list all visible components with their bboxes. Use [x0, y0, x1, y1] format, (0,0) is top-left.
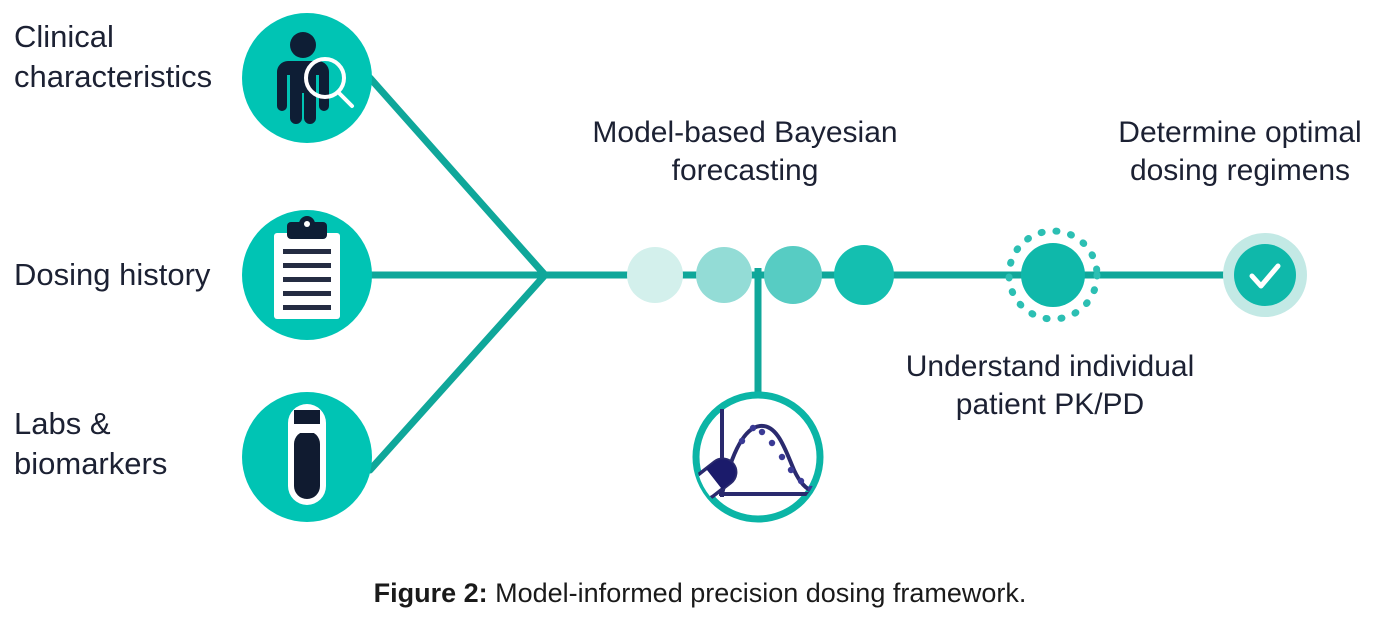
figure-caption-label: Figure 2: — [373, 578, 488, 608]
step-circle-2[interactable] — [696, 247, 752, 303]
forecasting-step-circles — [627, 245, 894, 305]
check-icon — [1249, 263, 1281, 289]
input-label-clinical: Clinical characteristics — [14, 19, 213, 94]
step-circle-4[interactable] — [834, 245, 894, 305]
icon-circle-dosing[interactable] — [242, 210, 372, 340]
pk-curve-icon — [696, 409, 816, 501]
clipboard-icon — [274, 216, 340, 319]
figure-caption: Figure 2: Model-informed precision dosin… — [0, 578, 1400, 609]
step-circle-1[interactable] — [627, 247, 683, 303]
stage-label-pkpd: Understand individual patient PK/PD — [905, 350, 1195, 422]
connector-labs — [366, 271, 549, 474]
stage-label-forecasting: Model-based Bayesian forecasting — [592, 116, 898, 188]
test-tube-icon — [288, 404, 326, 505]
icon-circle-labs[interactable] — [242, 392, 372, 522]
check-circle-node[interactable] — [1223, 233, 1307, 317]
pk-curve-bubble[interactable] — [687, 391, 824, 523]
person-search-icon — [277, 32, 354, 124]
step-circle-3[interactable] — [764, 246, 822, 304]
input-label-labs: Labs & biomarkers — [14, 406, 168, 481]
figure-caption-text: Model-informed precision dosing framewor… — [487, 578, 1027, 608]
dotted-ring-node[interactable] — [1005, 227, 1101, 323]
stage-label-optimal-dosing: Determine optimal dosing regimens — [1118, 116, 1362, 188]
input-label-dosing: Dosing history — [14, 257, 211, 292]
connector-clinical — [366, 74, 549, 279]
icon-circle-clinical[interactable] — [242, 13, 372, 143]
